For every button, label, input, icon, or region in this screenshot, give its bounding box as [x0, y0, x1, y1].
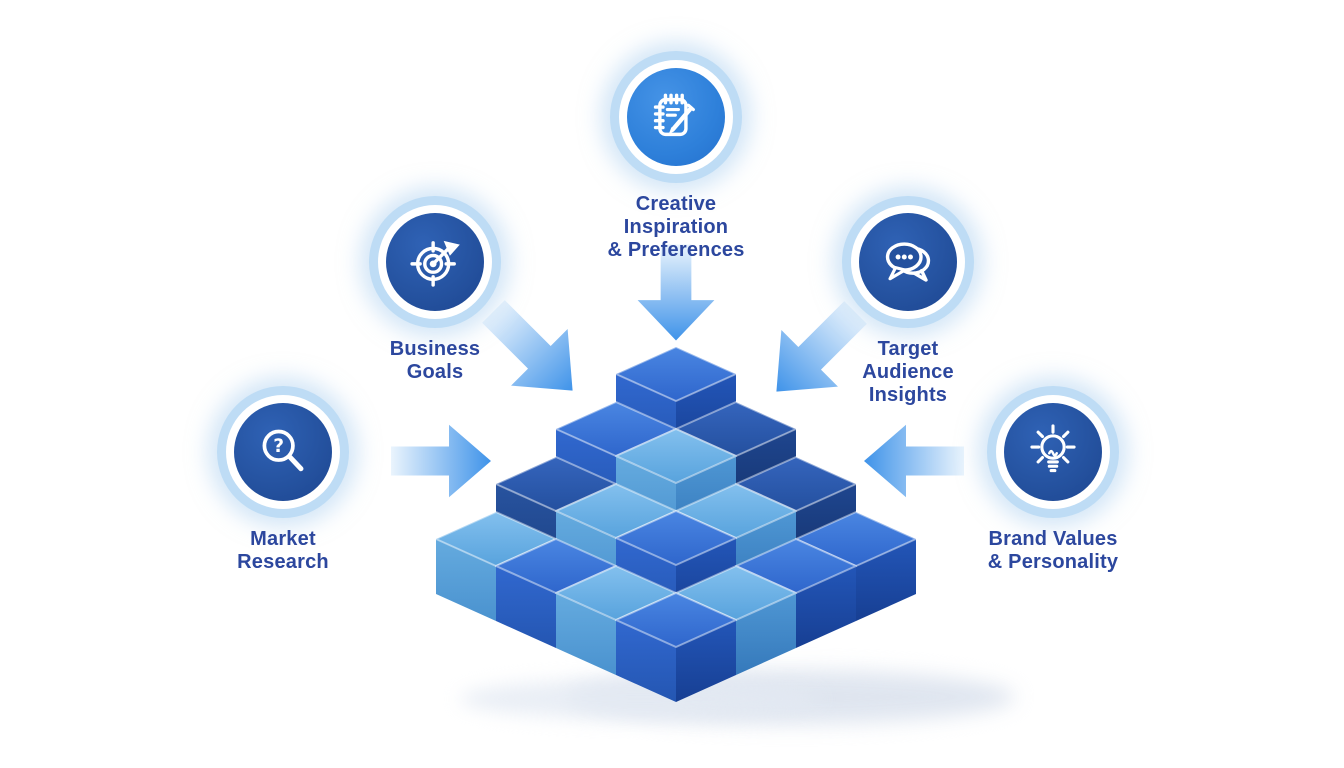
node-label-market: Market Research [237, 528, 329, 574]
node-target-audience: Target Audience Insights [808, 196, 1008, 408]
creative-inspiration-circle [610, 51, 742, 183]
lightbulb-icon [1030, 424, 1076, 473]
arrow-down-right [482, 300, 573, 391]
brand-values-circle [987, 386, 1119, 518]
node-creative-inspiration: Creative Inspiration & Preferences [576, 51, 776, 263]
pyramid-cube [615, 592, 737, 702]
notepad-pencil-icon [653, 93, 695, 137]
arrow-down-left [776, 301, 867, 392]
arrow-down [637, 244, 715, 341]
pyramid-shadow-left [460, 679, 820, 719]
node-brand-values: Brand Values & Personality [953, 386, 1153, 574]
business-goals-circle [369, 196, 501, 328]
node-label-creative: Creative Inspiration & Preferences [607, 193, 745, 262]
svg-text:?: ? [273, 436, 284, 457]
chat-bubbles-icon [885, 242, 931, 282]
target-icon [410, 240, 460, 287]
target-audience-circle [842, 196, 974, 328]
node-label-business: Business Goals [389, 338, 481, 384]
node-business-goals: Business Goals [335, 196, 535, 384]
node-label-brand: Brand Values & Personality [987, 528, 1119, 574]
search-question-icon: ? [262, 429, 304, 472]
node-market-research: ? Market Research [183, 386, 383, 574]
node-label-audience: Target Audience Insights [862, 338, 954, 407]
market-research-circle: ? [217, 386, 349, 518]
arrow-right [391, 424, 491, 498]
arrow-left [864, 424, 964, 498]
